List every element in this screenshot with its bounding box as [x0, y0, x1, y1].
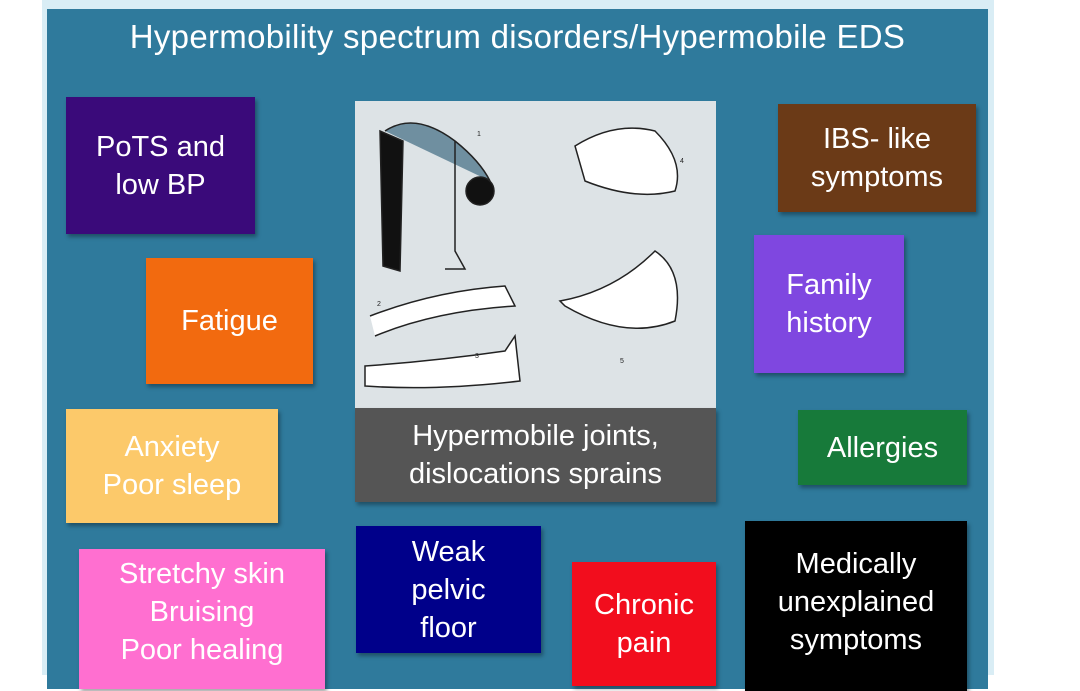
slide-title: Hypermobility spectrum disorders/Hypermo… — [129, 18, 906, 55]
box-skin: Stretchy skin Bruising Poor healing — [79, 549, 325, 689]
box-pain: Chronic pain — [572, 562, 716, 686]
figure-label-2: 2 — [377, 301, 381, 308]
box-pelvic: Weak pelvic floor — [356, 526, 541, 653]
joint-flexibility-drawing: 1 2 3 4 5 — [364, 122, 684, 389]
box-pots: PoTS and low BP — [66, 97, 255, 234]
box-mus: Medically unexplained symptoms — [745, 521, 967, 691]
figure-label-1: 1 — [477, 131, 481, 138]
figure-label-5: 5 — [620, 358, 624, 365]
box-ibs: IBS- like symptoms — [778, 104, 976, 212]
box-anxiety: Anxiety Poor sleep — [66, 409, 278, 523]
figure-label-3: 3 — [475, 353, 479, 360]
figure-label-4: 4 — [680, 158, 684, 165]
box-allergies: Allergies — [798, 410, 967, 485]
box-fatigue: Fatigue — [146, 258, 313, 384]
box-joints: Hypermobile joints, dislocations sprains — [355, 408, 716, 502]
hypermobility-illustration: 1 2 3 4 5 — [355, 101, 716, 408]
box-family: Family history — [754, 235, 904, 373]
